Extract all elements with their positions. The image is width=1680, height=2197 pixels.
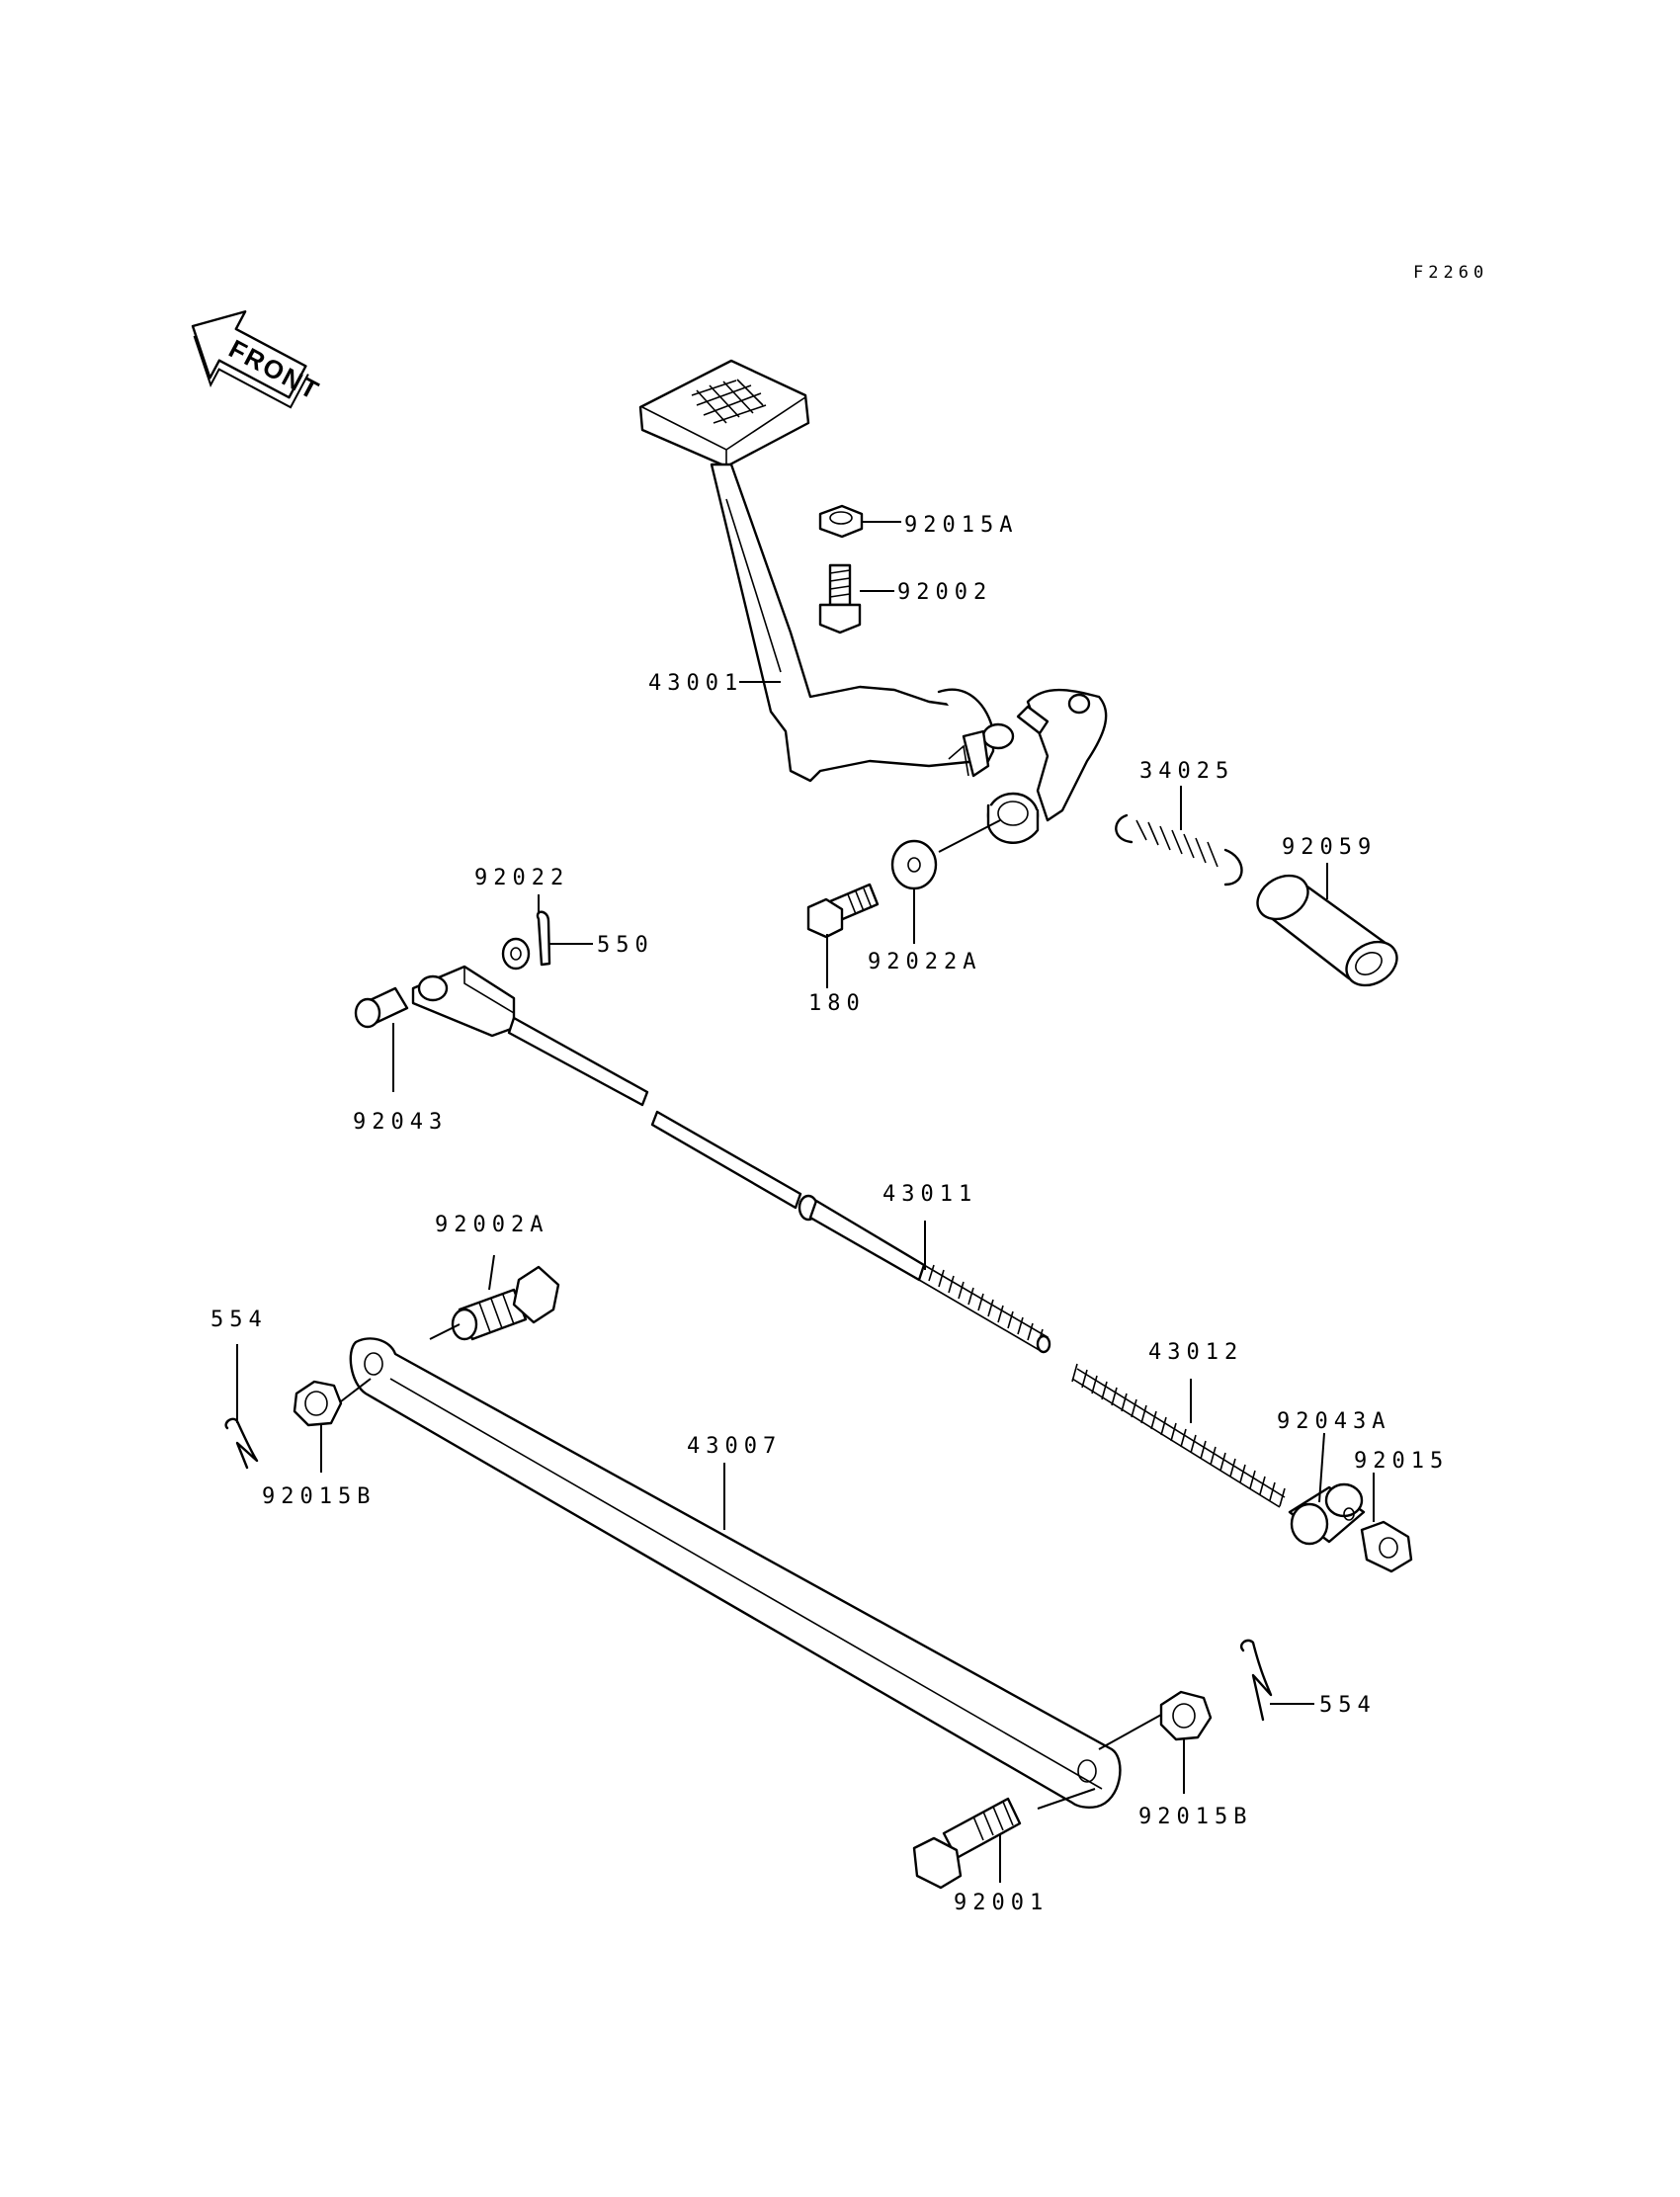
label-43001: 43001 bbox=[648, 671, 743, 696]
rod-43011 bbox=[411, 965, 1051, 1354]
clip-554-left bbox=[224, 1417, 259, 1470]
washer-92022A bbox=[890, 839, 938, 890]
nut-92015A bbox=[818, 504, 864, 539]
label-92015: 92015 bbox=[1354, 1449, 1449, 1474]
figure-code: F2260 bbox=[1413, 263, 1488, 283]
label-43007: 43007 bbox=[687, 1434, 782, 1459]
front-arrow-icon: FRONT bbox=[191, 310, 325, 409]
spring-43012 bbox=[1071, 1363, 1286, 1508]
spring-34025 bbox=[1115, 813, 1243, 887]
label-92015B-left: 92015B bbox=[262, 1484, 376, 1509]
washer-92022 bbox=[501, 937, 531, 971]
label-92002A: 92002A bbox=[435, 1213, 548, 1237]
label-550: 550 bbox=[597, 933, 654, 958]
cotter-pin-550 bbox=[536, 910, 551, 967]
bolt-92001 bbox=[912, 1797, 1022, 1890]
bolt-92002 bbox=[818, 563, 862, 634]
label-34025: 34025 bbox=[1139, 759, 1234, 784]
label-92015B-right: 92015B bbox=[1138, 1805, 1252, 1829]
part-labels: 92015A 92002 43001 34025 92059 92022 550… bbox=[210, 513, 1449, 1915]
label-180: 180 bbox=[808, 991, 866, 1016]
label-554-left: 554 bbox=[210, 1308, 268, 1332]
collar-92059 bbox=[1256, 874, 1398, 987]
label-92043A: 92043A bbox=[1277, 1409, 1390, 1434]
pin-92043 bbox=[354, 986, 409, 1029]
collar-92015B-left bbox=[293, 1380, 343, 1427]
label-554-right: 554 bbox=[1319, 1693, 1377, 1718]
joint-92043A bbox=[1288, 1482, 1366, 1546]
label-92002: 92002 bbox=[897, 580, 992, 605]
clip-554-right bbox=[1239, 1639, 1273, 1722]
link-43007 bbox=[349, 1337, 1122, 1809]
pedal-grip-pattern bbox=[691, 379, 767, 424]
label-92022A: 92022A bbox=[868, 950, 981, 974]
label-43012: 43012 bbox=[1148, 1340, 1243, 1365]
leader-lines bbox=[236, 521, 1375, 1883]
label-43011: 43011 bbox=[882, 1182, 977, 1207]
collar-92015B-right bbox=[1159, 1690, 1213, 1741]
brake-pedal bbox=[638, 359, 1108, 844]
label-92059: 92059 bbox=[1282, 835, 1377, 860]
bolt-92002A bbox=[451, 1265, 560, 1341]
label-92001: 92001 bbox=[954, 1891, 1049, 1915]
nut-92015 bbox=[1360, 1520, 1413, 1573]
label-92022: 92022 bbox=[474, 866, 569, 890]
label-92015A: 92015A bbox=[904, 513, 1018, 538]
bolt-180 bbox=[806, 883, 880, 939]
label-92043: 92043 bbox=[353, 1110, 448, 1135]
